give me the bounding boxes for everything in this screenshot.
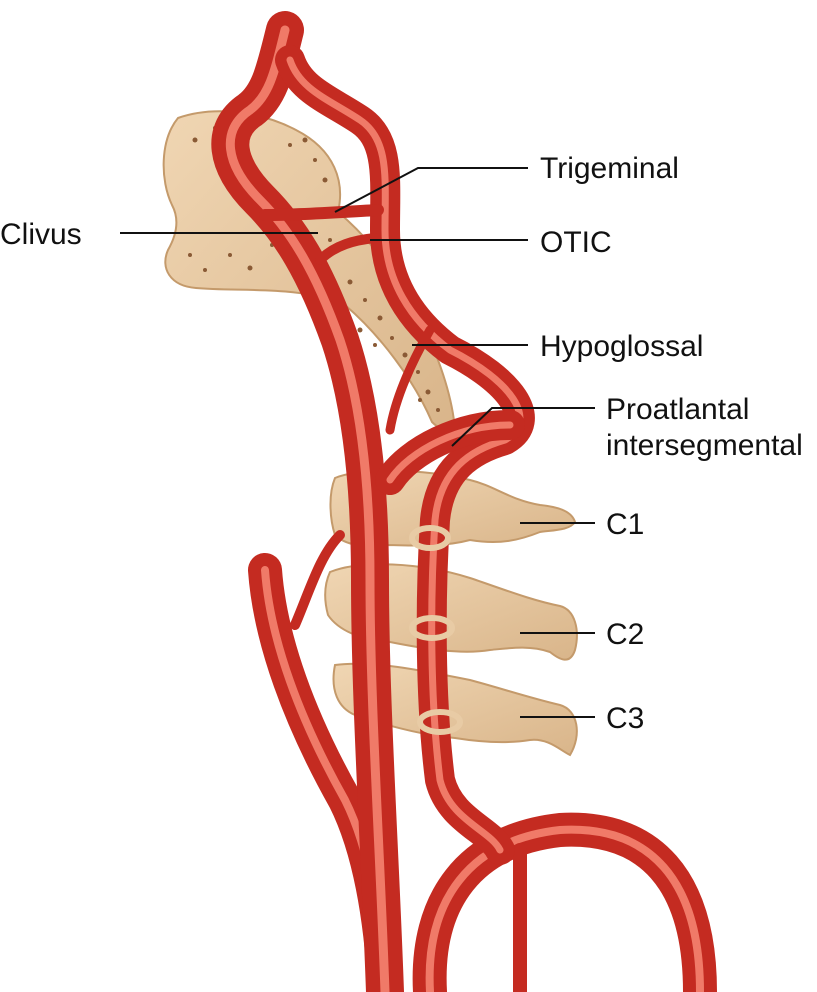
label-proatlantal-line1: Proatlantal xyxy=(606,393,749,426)
trigeminal-artery xyxy=(259,204,384,221)
trigeminal-leader xyxy=(334,167,528,213)
otic-artery xyxy=(315,233,380,265)
label-c1: C1 xyxy=(606,508,644,541)
label-trigeminal: Trigeminal xyxy=(540,152,679,185)
aortic-arch xyxy=(412,812,717,992)
label-otic: OTIC xyxy=(540,226,612,259)
label-c3: C3 xyxy=(606,702,644,735)
arteries xyxy=(211,11,717,992)
labels: Trigeminal Clivus OTIC Hypoglossal Proat… xyxy=(0,152,803,735)
label-hypoglossal: Hypoglossal xyxy=(540,330,703,363)
label-clivus: Clivus xyxy=(0,218,82,251)
proatlantal-leader xyxy=(451,407,595,447)
label-c2: C2 xyxy=(606,618,644,651)
hypoglossal-artery xyxy=(385,325,435,435)
label-proatlantal-line2: intersegmental xyxy=(606,429,803,462)
leader-lines xyxy=(120,167,595,718)
